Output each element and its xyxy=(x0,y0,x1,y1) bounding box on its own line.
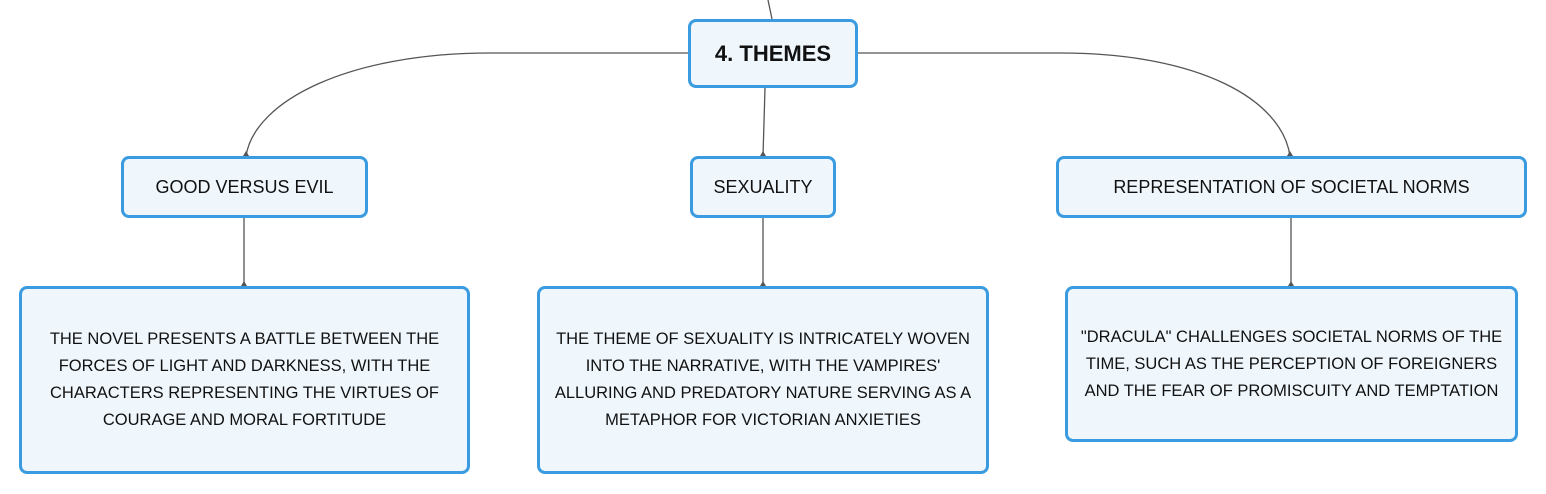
detail-node-text: THE NOVEL PRESENTS A BATTLE BETWEEN THE … xyxy=(49,330,440,429)
arrowhead-sexuality-detail xyxy=(760,281,766,286)
arrowhead-societal-norms xyxy=(1287,151,1293,156)
connector-root-to-good-versus-evil xyxy=(245,52,688,157)
arrowhead-good-versus-evil xyxy=(243,151,249,156)
root-node-themes[interactable]: 4. THEMES xyxy=(688,19,858,88)
topic-node-label: REPRESENTATION OF SOCIETAL NORMS xyxy=(1113,176,1470,197)
detail-node-text: THE THEME OF SEXUALITY IS INTRICATELY WO… xyxy=(554,330,972,429)
connector-parent-to-root xyxy=(767,0,773,20)
root-node-label: 4. THEMES xyxy=(714,40,832,66)
connector-root-to-sexuality xyxy=(762,87,766,157)
detail-node-good-versus-evil[interactable]: THE NOVEL PRESENTS A BATTLE BETWEEN THE … xyxy=(19,286,470,474)
arrowhead-sexuality xyxy=(760,151,766,156)
arrowhead-good-versus-evil-detail xyxy=(241,281,247,286)
topic-node-sexuality[interactable]: SEXUALITY xyxy=(690,156,836,218)
topic-node-good-versus-evil[interactable]: GOOD VERSUS EVIL xyxy=(121,156,368,218)
detail-node-societal-norms[interactable]: "DRACULA" CHALLENGES SOCIETAL NORMS OF T… xyxy=(1065,286,1518,442)
topic-node-label: GOOD VERSUS EVIL xyxy=(155,176,334,197)
topic-node-societal-norms[interactable]: REPRESENTATION OF SOCIETAL NORMS xyxy=(1056,156,1527,218)
topic-node-label: SEXUALITY xyxy=(713,176,813,197)
detail-node-text: "DRACULA" CHALLENGES SOCIETAL NORMS OF T… xyxy=(1080,327,1503,400)
arrowhead-societal-norms-detail xyxy=(1288,281,1294,286)
detail-node-sexuality[interactable]: THE THEME OF SEXUALITY IS INTRICATELY WO… xyxy=(537,286,989,474)
connector-root-to-societal-norms xyxy=(858,52,1291,157)
